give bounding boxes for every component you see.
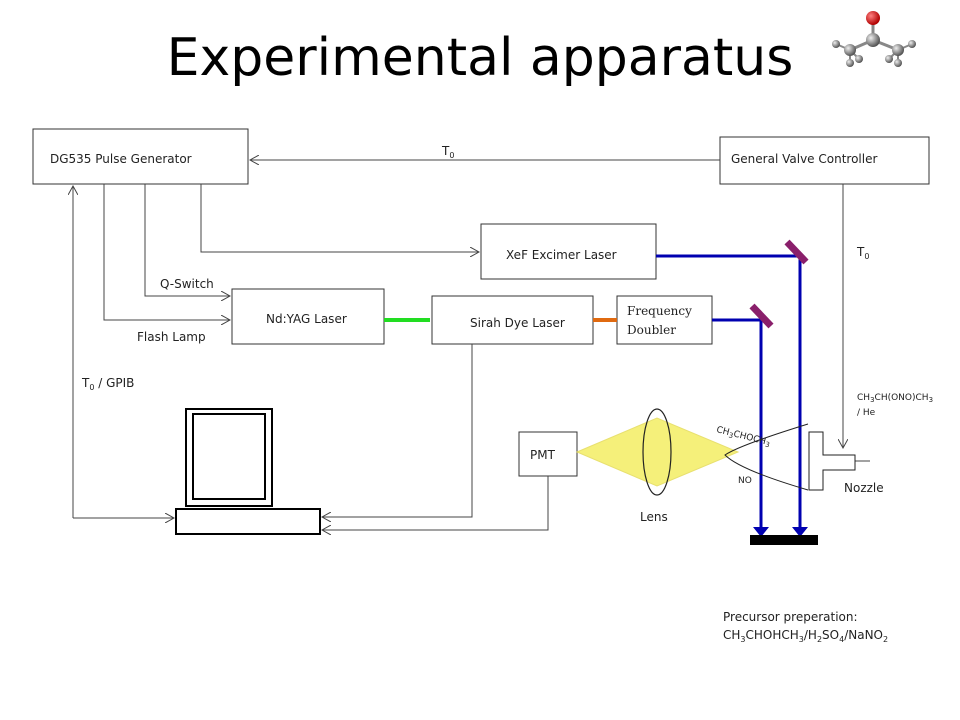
signal-wires [73,160,870,530]
nozzle-icon [808,431,856,491]
t0-right-label: T [856,245,865,259]
qswitch-label: Q-Switch [160,277,214,291]
svg-text:T0: T0 [441,144,454,160]
pulse-generator-block: DG535 Pulse Generator [32,128,249,185]
dye-laser-block: Sirah Dye Laser [431,295,594,345]
gas-label-line1: CH [857,393,870,403]
ndyag-laser-block: Nd:YAG Laser [231,288,385,345]
flashlamp-label: Flash Lamp [137,330,206,344]
fluorescence-cone [575,417,740,487]
mirror-icon [749,303,774,329]
dye-laser-label: Sirah Dye Laser [470,316,565,330]
t0-top-label: T [441,144,450,158]
t0-right-sub: 0 [864,252,869,261]
beam-dump [750,535,818,545]
valve-controller-label: General Valve Controller [731,152,877,166]
nozzle-label: Nozzle [844,481,884,495]
molecular-beam-expansion [724,423,809,491]
excimer-laser-label: XeF Excimer Laser [506,248,617,262]
t0-gpib-rest: / GPIB [94,376,134,390]
lens-label: Lens [640,510,668,524]
precursor-formula: CH3CHOHCH3/H2SO4/NaNO2 [723,628,888,644]
mirror-icon [784,239,809,265]
frequency-doubler-block: Frequency Doubler [616,295,713,345]
ndyag-laser-label: Nd:YAG Laser [266,312,347,326]
pmt-label: PMT [530,448,556,462]
t0-gpib-label: T [81,376,90,390]
precursor-title: Precursor preperation: [723,610,858,624]
svg-text:T0: T0 [856,245,869,261]
excimer-laser-block: XeF Excimer Laser [480,223,657,280]
svg-text:CH3CH(ONO)CH3: CH3CH(ONO)CH3 [857,393,933,404]
valve-controller-block: General Valve Controller [719,136,930,185]
lens-icon [642,408,672,496]
doubler-label-line1: Frequency [627,304,692,318]
svg-text:T0 / GPIB: T0 / GPIB [81,376,134,392]
acetone-molecule-icon [832,11,916,67]
no-label: NO [738,476,752,486]
t0-top-sub: 0 [449,151,454,160]
t0-gpib-sub: 0 [89,383,94,392]
ch3-label: CH [715,425,730,438]
computer-monitor-icon [185,408,273,507]
slide-title: Experimental apparatus [166,28,794,88]
keyboard-icon [175,508,321,535]
pmt-block: PMT [518,431,578,477]
gas-label-line2: / He [857,408,876,418]
pulse-generator-label: DG535 Pulse Generator [50,152,192,166]
doubler-label-line2: Doubler [627,323,676,337]
